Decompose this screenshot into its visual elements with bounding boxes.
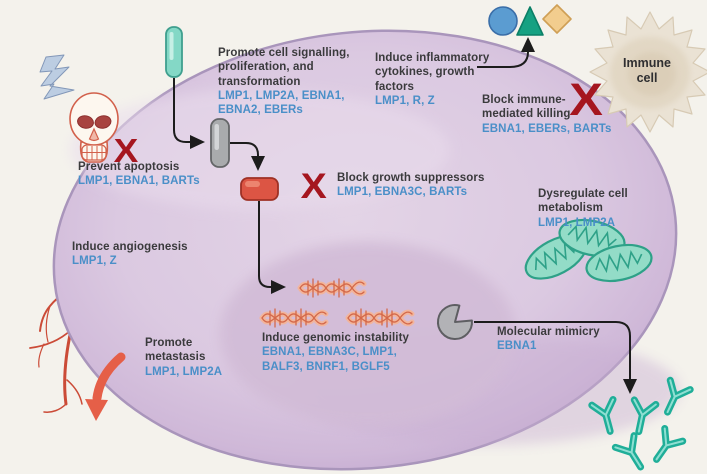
signal-arrows [173,37,637,394]
cytokine-shapes-icon [488,4,572,36]
dna-icon [259,278,415,328]
tumour-cell [52,29,680,471]
annotation-prevent-apoptosis: Prevent apoptosis LMP1, EBNA1, BARTs [78,160,200,189]
annotation-title: Dysregulate cell metabolism [538,188,628,215]
nucleus [220,242,516,426]
annotation-genes: LMP1, R, Z [375,94,435,107]
annotation-title: Block immune- mediated killing [482,94,571,121]
cytokine-diamond-icon [542,4,572,34]
annotation-genes: EBNA1 [497,340,537,353]
cytokine-triangle-icon [516,6,544,36]
annotation-genes: LMP1, LMP2A, EBNA1, EBNA2, EBERs [218,89,345,117]
x-mark-icon: X [569,74,603,125]
immune-cell-label: Immune cell [623,56,671,85]
antibody-icon [588,376,694,471]
annotation-title: Induce angiogenesis [72,241,188,253]
signal-molecule-icon [240,177,279,201]
annotation-genes: LMP1, EBNA1, BARTs [78,175,200,188]
cytokine-circle-icon [488,6,518,36]
annotation-genes: LMP1, Z [72,255,117,268]
annotation-promote-metastasis: Promote metastasis LMP1, LMP2A [145,336,222,379]
annotation-title: Molecular mimicry [497,326,600,338]
annotation-title: Promote cell signalling, proliferation, … [218,47,350,88]
annotation-induce-angiogenesis: Induce angiogenesis LMP1, Z [72,240,188,269]
x-mark-icon: X [300,167,327,206]
skull-icon [69,92,119,163]
annotation-genes: EBNA1, EBNA3C, LMP1, BALF3, BNRF1, BGLF5 [262,346,397,373]
immune-cell-icon [589,11,707,133]
annotation-block-immune-killing: Block immune- mediated killing EBNA1, EB… [482,93,612,136]
annotation-genes: LMP1, EBNA3C, BARTs [337,186,468,199]
membrane-receptor-icon [165,26,183,78]
annotation-block-growth-suppressors: Block growth suppressors LMP1, EBNA3C, B… [337,171,484,200]
mitochondria-icon [524,218,653,283]
annotation-title: Block growth suppressors [337,172,485,184]
annotation-title: Induce inflammatory cytokines, growth fa… [375,52,490,93]
annotation-genes: LMP1, LMP2A [145,365,223,378]
annotation-induce-genomic-instability: Induce genomic instability EBNA1, EBNA3C… [262,331,409,374]
annotation-title: Promote metastasis [145,337,206,364]
adapter-protein-icon [210,118,230,168]
annotation-dysregulate-metabolism: Dysregulate cell metabolism LMP1, LMP2A [538,187,628,230]
metastasis-arrow-icon [85,352,126,421]
annotation-genes: EBNA1, EBERs, BARTs [482,122,612,135]
annotation-genes: LMP1, LMP2A [538,216,616,229]
annotation-promote-signalling: Promote cell signalling, proliferation, … [218,46,349,117]
pacman-protein-icon [437,304,473,340]
annotation-molecular-mimicry: Molecular mimicry EBNA1 [497,325,600,354]
annotation-title: Induce genomic instability [262,332,410,344]
lightning-icon [39,54,75,100]
x-mark-icon: X [113,132,139,169]
annotation-induce-cytokines: Induce inflammatory cytokines, growth fa… [375,51,489,108]
annotation-title: Prevent apoptosis [78,161,180,173]
